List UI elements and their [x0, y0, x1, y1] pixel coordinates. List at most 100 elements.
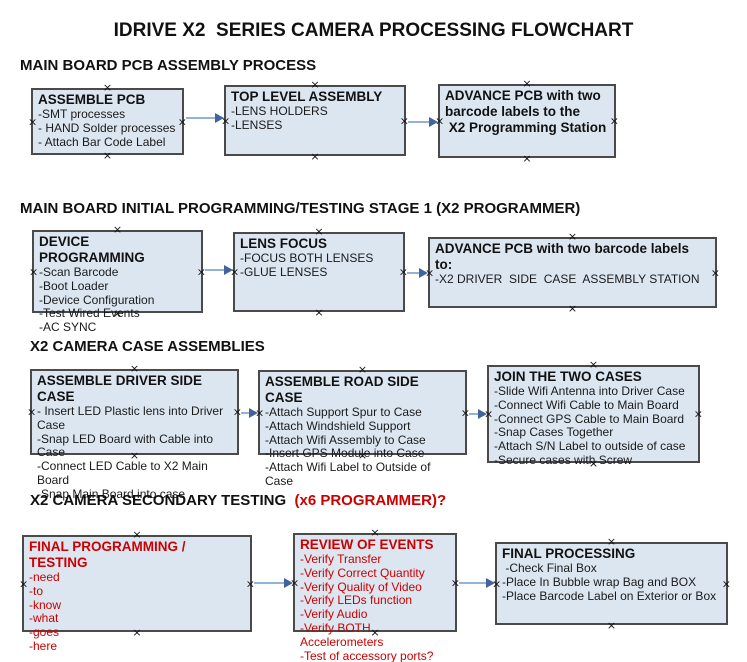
box-item: -GLUE LENSES — [240, 264, 328, 279]
connection-point-icon: × — [693, 407, 703, 421]
connection-point-icon: × — [196, 265, 206, 278]
flow-box-lens-focus[interactable]: LENS FOCUS -FOCUS BOTH LENSES-GLUE LENSE… — [230, 226, 408, 318]
section-header-black-part: X2 CAMERA SECONDARY TESTING — [30, 492, 287, 509]
flow-box-assemble-driver-side-case[interactable]: ASSEMBLE DRIVER SIDE CASE - Insert LED P… — [27, 363, 242, 501]
box-item: -to — [29, 583, 44, 598]
box-item: -know — [29, 597, 62, 612]
connector-arrow-4[interactable] — [407, 268, 428, 278]
box-item: -Connect GPS Cable to Main Board — [494, 411, 685, 426]
section-header-case-assemblies: X2 CAMERA CASE ASSEMBLIES — [30, 338, 265, 355]
box-item: -need — [29, 570, 60, 584]
connection-point-icon: × — [27, 405, 37, 419]
box-item: -AC SYNC — [39, 320, 97, 335]
connector-arrow-1[interactable] — [186, 113, 224, 123]
connector-arrow-2[interactable] — [408, 117, 438, 127]
connection-point-icon: × — [310, 150, 320, 163]
box-items: -Verify Transfer-Verify Correct Quantity… — [300, 552, 450, 662]
section-header-secondary-testing: X2 CAMERA SECONDARY TESTING (x6 PROGRAMM… — [30, 492, 446, 509]
box-item: -Verify Audio — [300, 607, 368, 622]
box-items: -X2 DRIVER SIDE CASE ASSEMBLY STATION — [435, 272, 710, 287]
box-item: -Place In Bubble wrap Bag and BOX — [502, 574, 697, 589]
connector-arrow-8[interactable] — [459, 578, 495, 588]
box-items: -need-to-know-what-goes-here — [29, 570, 245, 654]
box-items: -LENS HOLDERS-LENSES — [231, 104, 399, 133]
box-item: -Attach Wifi Assembly to Case — [265, 432, 426, 447]
box-item: - Attach Bar Code Label — [38, 134, 166, 149]
flow-box-device-programming[interactable]: DEVICE PROGRAMMING -Scan Barcode-Boot Lo… — [29, 224, 206, 334]
box-title: FINAL PROGRAMMING / TESTING — [29, 539, 190, 570]
box-item: -LENSES — [231, 117, 283, 132]
box-item: -what — [29, 611, 59, 626]
box-items: -Slide Wifi Antenna into Driver Case-Con… — [494, 384, 693, 468]
flow-box-advance-pcb-programming-station[interactable]: ADVANCE PCB with two barcode labels to t… — [435, 78, 619, 164]
box-item: -Insert GPS Module into Case — [265, 446, 425, 461]
box-item: -Verify Quality of Video — [300, 579, 422, 594]
box-items: -Scan Barcode-Boot Loader-Device Configu… — [39, 265, 196, 335]
section-header-initial-programming: MAIN BOARD INITIAL PROGRAMMING/TESTING S… — [20, 200, 581, 217]
box-title: ADVANCE PCB with two barcode labels to: — [435, 241, 693, 272]
box-items: - Insert LED Plastic lens into Driver Ca… — [37, 404, 232, 502]
box-item: -Snap Main Board into case — [37, 486, 186, 501]
box-item: -Verify LEDs function — [300, 593, 413, 608]
box-item: -X2 DRIVER SIDE CASE ASSEMBLY STATION — [435, 272, 700, 286]
box-item: -Connect Wifi Cable to Main Board — [494, 397, 679, 412]
box-title: DEVICE PROGRAMMING — [39, 234, 145, 265]
flow-box-assemble-pcb[interactable]: ASSEMBLE PCB -SMT processes- HAND Solder… — [28, 82, 187, 161]
connection-point-icon: × — [567, 302, 578, 315]
box-item: - HAND Solder processes — [38, 120, 176, 135]
box-item: -SMT processes — [38, 107, 126, 121]
box-item: -LENS HOLDERS — [231, 104, 328, 118]
connection-point-icon: × — [721, 577, 731, 590]
box-item: -Secure cases with Screw — [494, 452, 633, 467]
connection-point-icon: × — [29, 265, 39, 278]
box-item: -Check Final Box — [502, 561, 597, 575]
box-item: -FOCUS BOTH LENSES — [240, 251, 374, 265]
connector-arrow-6[interactable] — [469, 409, 487, 419]
section-header-pcb-assembly: MAIN BOARD PCB ASSEMBLY PROCESS — [20, 57, 317, 74]
box-item: -Scan Barcode — [39, 265, 119, 279]
box-item: -Device Configuration — [39, 292, 155, 307]
box-items: -Check Final Box-Place In Bubble wrap Ba… — [502, 561, 721, 603]
connection-point-icon: × — [28, 115, 38, 128]
connection-point-icon: × — [710, 266, 720, 279]
connection-point-icon: × — [314, 306, 324, 319]
connector-arrow-5[interactable] — [241, 408, 258, 418]
box-item: -Slide Wifi Antenna into Driver Case — [494, 384, 685, 398]
box-item: -Test Wired Events — [39, 306, 140, 321]
box-title: ADVANCE PCB with two barcode labels to t… — [445, 88, 607, 135]
box-item: -Attach S/N Label to outside of case — [494, 439, 686, 454]
box-item: -Snap LED Board with Cable into Case — [37, 431, 217, 460]
connection-point-icon: × — [606, 619, 617, 632]
flow-box-review-of-events[interactable]: REVIEW OF EVENTS -Verify Transfer-Verify… — [290, 527, 460, 662]
flow-box-join-the-two-cases[interactable]: JOIN THE TWO CASES -Slide Wifi Antenna i… — [484, 359, 703, 469]
box-title: TOP LEVEL ASSEMBLY — [231, 89, 383, 104]
connector-arrow-3[interactable] — [205, 265, 233, 275]
flow-box-final-processing[interactable]: FINAL PROCESSING -Check Final Box-Place … — [492, 536, 731, 631]
flow-box-final-programming-testing[interactable]: FINAL PROGRAMMING / TESTING -need-to-kno… — [19, 529, 255, 653]
box-items: -FOCUS BOTH LENSES-GLUE LENSES — [240, 251, 398, 280]
box-title: FINAL PROCESSING — [502, 546, 636, 561]
box-title: ASSEMBLE PCB — [38, 92, 146, 107]
box-items: -Attach Support Spur to Case-Attach Wind… — [265, 405, 460, 489]
box-item: -Connect LED Cable to X2 Main Board — [37, 459, 212, 487]
box-title: ASSEMBLE DRIVER SIDE CASE — [37, 373, 206, 404]
connection-point-icon: × — [522, 152, 532, 165]
box-item: -Attach Support Spur to Case — [265, 405, 422, 419]
box-item: - Insert LED Plastic lens into Driver Ca… — [37, 404, 227, 432]
connection-point-icon: × — [19, 577, 29, 590]
box-title: ASSEMBLE ROAD SIDE CASE — [265, 374, 423, 405]
connection-point-icon: × — [609, 114, 619, 128]
box-title: REVIEW OF EVENTS — [300, 537, 434, 552]
flow-box-advance-pcb-driver-side[interactable]: ADVANCE PCB with two barcode labels to: … — [425, 231, 720, 314]
box-item: -goes — [29, 625, 60, 640]
box-item: -Attach Windshield Support — [265, 418, 411, 433]
box-item: -Verify Transfer — [300, 552, 382, 566]
flow-box-top-level-assembly[interactable]: TOP LEVEL ASSEMBLY -LENS HOLDERS-LENSES … — [221, 79, 409, 162]
section-header-red-part: (x6 PROGRAMMER)? — [286, 492, 447, 509]
box-item: -Boot Loader — [39, 278, 109, 293]
flow-box-assemble-road-side-case[interactable]: ASSEMBLE ROAD SIDE CASE -Attach Support … — [255, 364, 470, 488]
box-items: -SMT processes- HAND Solder processes- A… — [38, 107, 177, 149]
box-item: -Place Barcode Label on Exterior or Box — [502, 588, 717, 603]
connector-arrow-7[interactable] — [254, 578, 293, 588]
